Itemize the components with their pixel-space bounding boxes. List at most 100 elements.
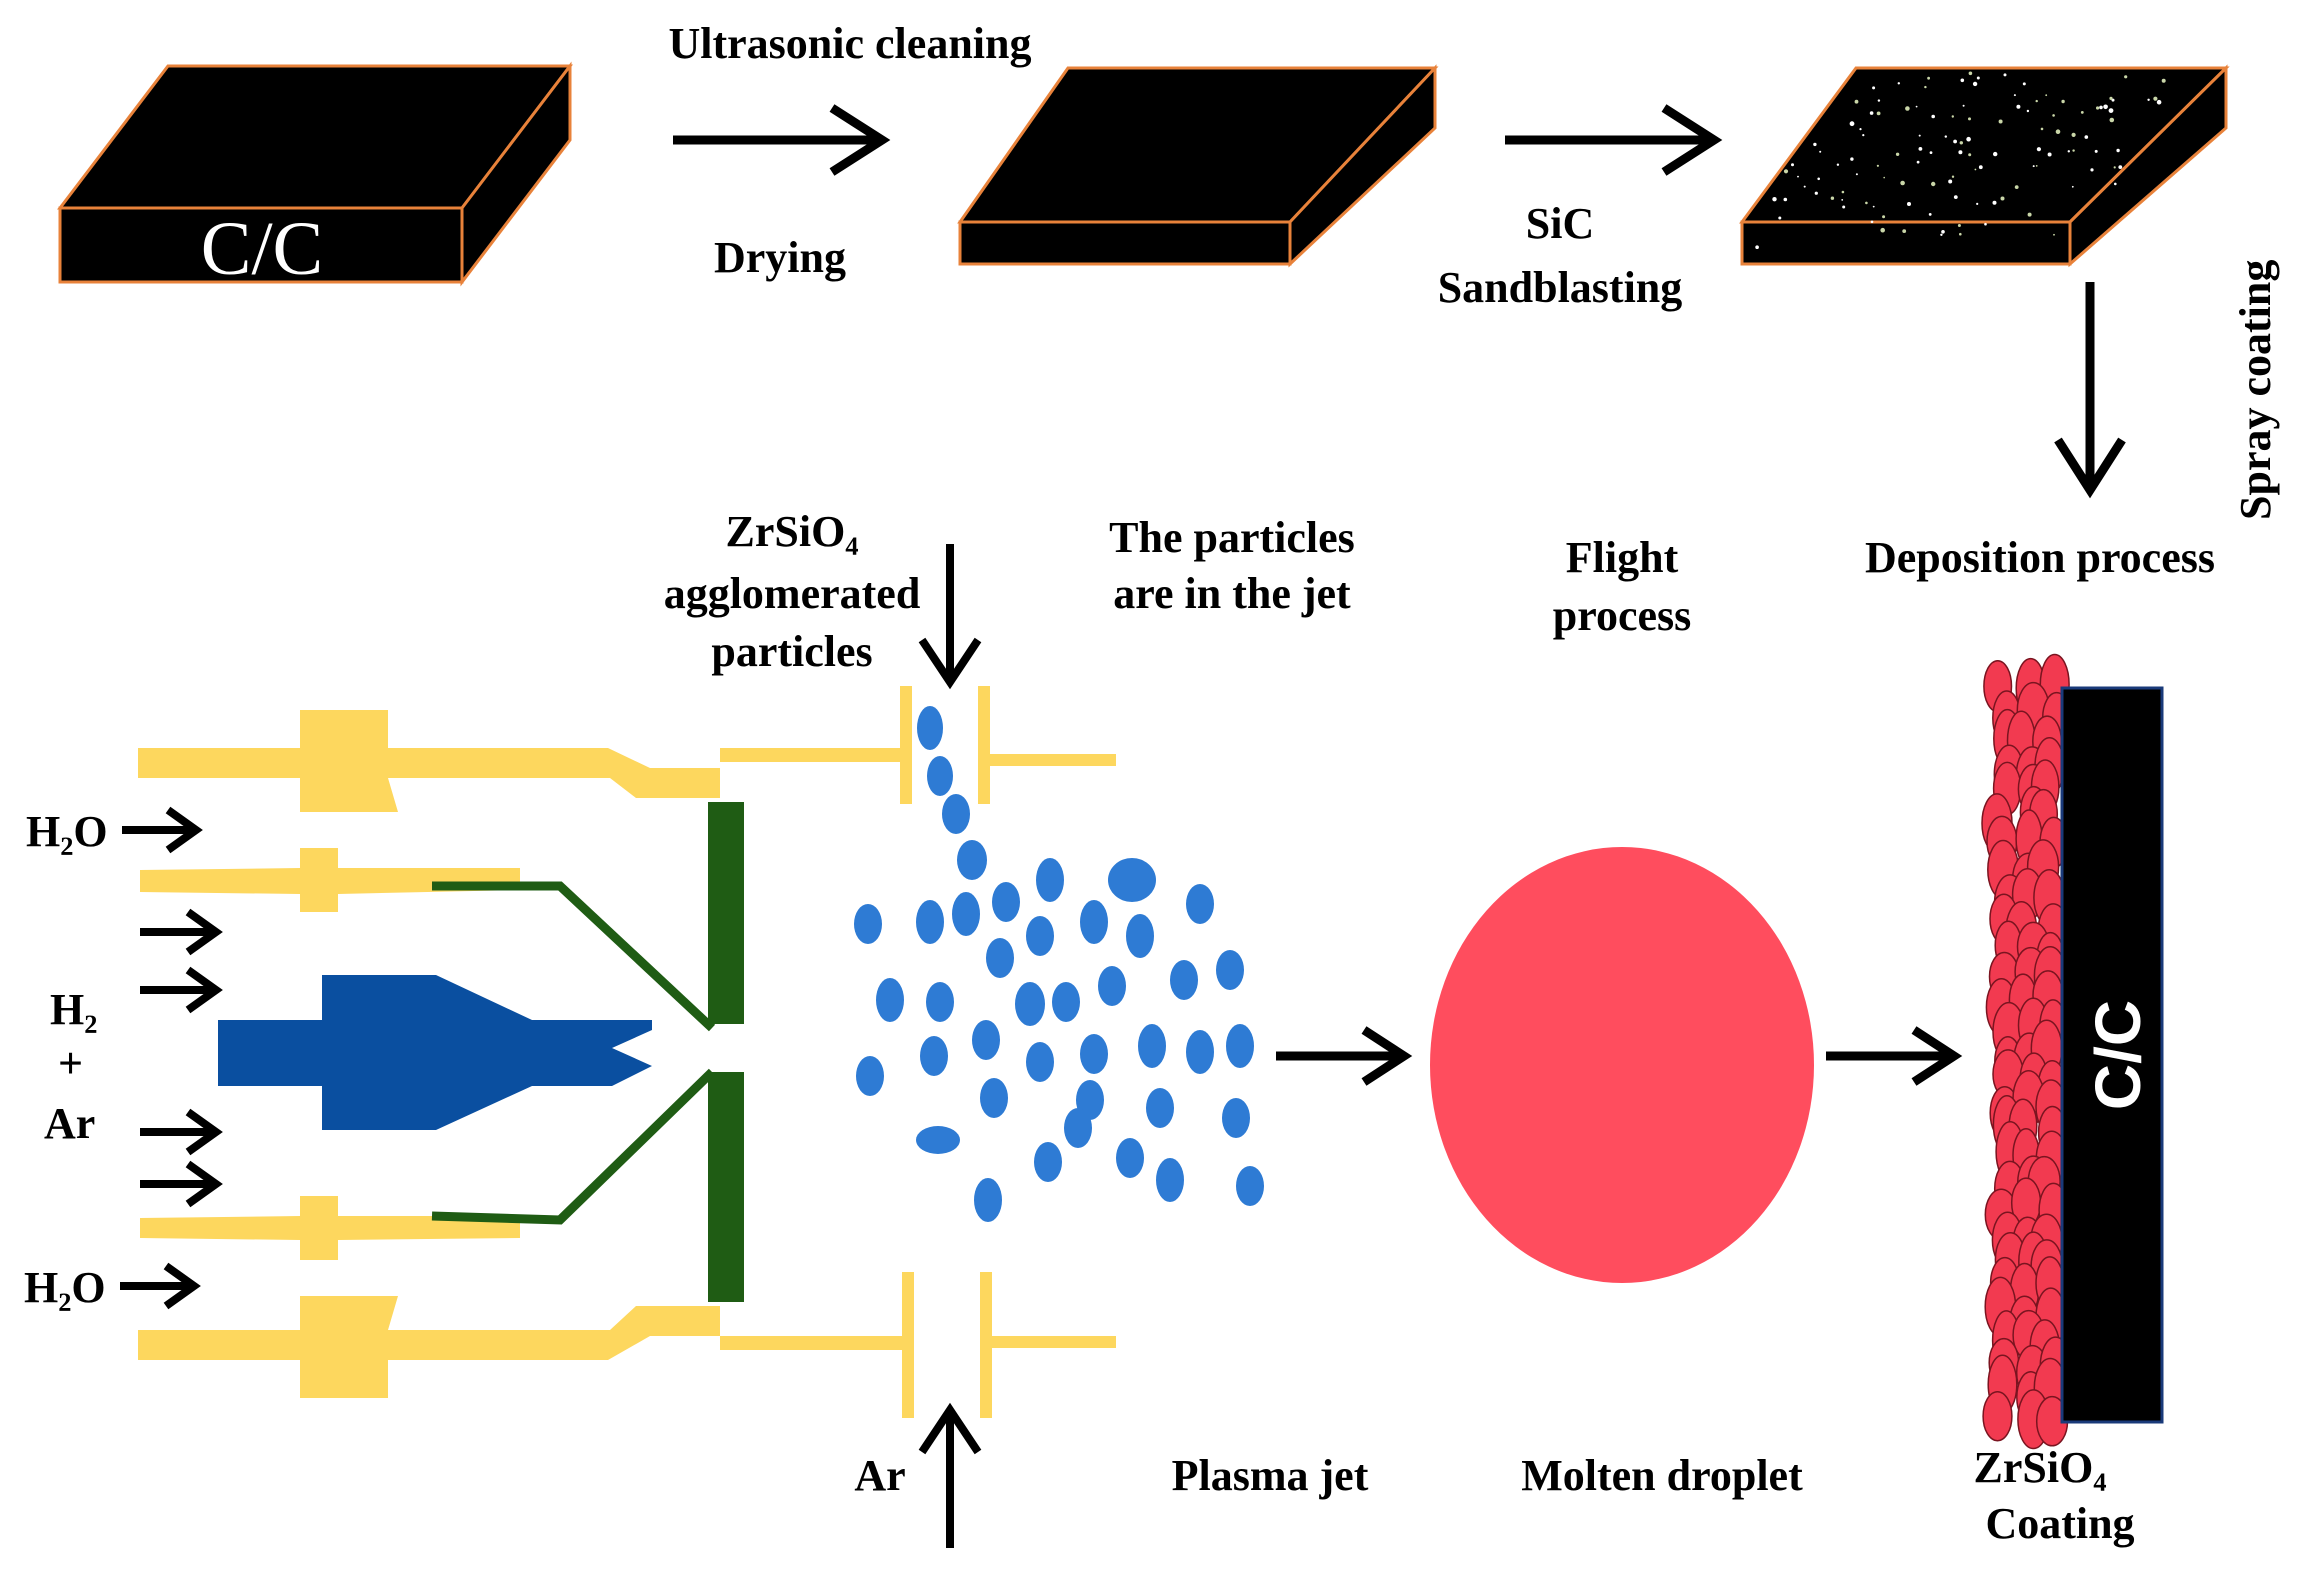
speckle	[1772, 197, 1777, 202]
particle	[854, 904, 882, 944]
particle-cloud	[854, 706, 1264, 1222]
particle	[1026, 916, 1054, 956]
speckle	[1951, 175, 1955, 178]
speckle	[2045, 94, 2048, 97]
particle	[980, 1078, 1008, 1118]
label-h2o-bottom: H₂O	[24, 1263, 106, 1312]
speckle	[1916, 160, 1920, 164]
torch-bottom-inner	[140, 1196, 520, 1260]
block1-front	[58, 206, 464, 284]
speckle	[2026, 109, 2030, 113]
speckle	[1814, 191, 1818, 195]
speckle	[1841, 199, 1844, 201]
arrow-powder-feed	[918, 544, 982, 690]
particle	[1138, 1024, 1166, 1068]
particle	[1108, 858, 1156, 902]
coating-splats	[1981, 653, 2072, 1450]
speckle	[1813, 142, 1817, 147]
speckle	[1865, 201, 1868, 205]
cc-block-sandblasted	[1739, 64, 2230, 268]
speckle	[1905, 106, 1910, 111]
label-particles-jet-2: are in the jet	[1113, 569, 1351, 618]
speckle	[1929, 151, 1933, 155]
speckle	[2067, 150, 2070, 153]
speckle	[1948, 179, 1953, 184]
particle	[1222, 1098, 1250, 1138]
label-drying: Drying	[714, 233, 846, 282]
speckle	[2147, 98, 2150, 102]
speckle	[1966, 136, 1971, 142]
speckle	[2071, 132, 2076, 137]
feeder-top-left	[900, 686, 912, 804]
feeder-top-right	[978, 686, 990, 804]
speckle	[1968, 117, 1971, 121]
particle	[1126, 914, 1154, 958]
arrow-ultrasonic	[673, 104, 891, 176]
particle	[1116, 1138, 1144, 1178]
speckle	[1918, 134, 1921, 137]
speckle	[2153, 96, 2158, 101]
arrow-sandblasting	[1505, 104, 1723, 176]
speckle	[1918, 147, 1923, 151]
particle	[1146, 1088, 1174, 1128]
particle	[1170, 960, 1198, 1000]
speckle	[1960, 78, 1965, 83]
label-flight-2: process	[1553, 591, 1692, 640]
speckle	[1880, 227, 1885, 233]
speckle	[2094, 149, 2098, 153]
feeder-bottom-ext-right	[988, 1336, 1116, 1348]
speckle	[1854, 99, 1859, 104]
speckle	[1968, 153, 1972, 157]
label-coating-1: ZrSiO₄	[1974, 1443, 2107, 1492]
label-flight-1: Flight	[1566, 533, 1679, 582]
speckle	[2124, 75, 2128, 79]
speckle	[2114, 182, 2117, 186]
speckle	[1900, 180, 1905, 186]
coating-splat	[1982, 1390, 2013, 1442]
speckle	[2003, 73, 2007, 77]
speckle	[1841, 190, 1845, 194]
speckle	[1872, 86, 1876, 90]
speckle	[1902, 229, 1907, 234]
particle	[1186, 884, 1214, 924]
speckle	[2090, 168, 2094, 172]
speckle	[1941, 230, 1945, 234]
particle	[1036, 858, 1064, 902]
speckle	[2036, 147, 2041, 152]
speckle	[2156, 99, 2162, 105]
label-molten-droplet: Molten droplet	[1521, 1451, 1803, 1500]
cc-substrate	[2060, 686, 2164, 1424]
label-h2: H₂	[50, 985, 97, 1034]
cathode	[218, 975, 652, 1130]
speckle	[2027, 212, 2032, 217]
cc-block-raw: C/C	[56, 61, 574, 291]
label-substrate: C/C	[2082, 1000, 2154, 1110]
particle	[942, 794, 970, 834]
speckle	[2109, 117, 2115, 123]
speckle	[1830, 196, 1835, 200]
speckle	[1962, 104, 1965, 107]
torch-top-wall	[138, 710, 720, 812]
molten-droplet	[1430, 847, 1814, 1283]
speckle	[1993, 151, 1998, 157]
particle	[1216, 950, 1244, 990]
particle	[1236, 1166, 1264, 1206]
speckle	[1915, 105, 1918, 108]
feeder-top-ext-right	[986, 754, 1116, 766]
speckle	[1895, 152, 1900, 156]
block1-label: C/C	[201, 207, 324, 291]
speckle	[1797, 175, 1799, 178]
particle	[1080, 1034, 1108, 1074]
label-ultrasonic-cleaning: Ultrasonic cleaning	[669, 19, 1032, 68]
anode-plate-bottom	[708, 1072, 744, 1302]
speckle	[1924, 85, 1927, 89]
speckle	[2084, 135, 2089, 139]
speckle	[1944, 135, 1948, 138]
particle	[927, 756, 953, 796]
speckle	[1783, 169, 1789, 174]
speckle	[2040, 127, 2044, 131]
speckle	[1849, 121, 1855, 127]
speckle	[1974, 168, 1977, 171]
speckle	[1882, 215, 1886, 219]
